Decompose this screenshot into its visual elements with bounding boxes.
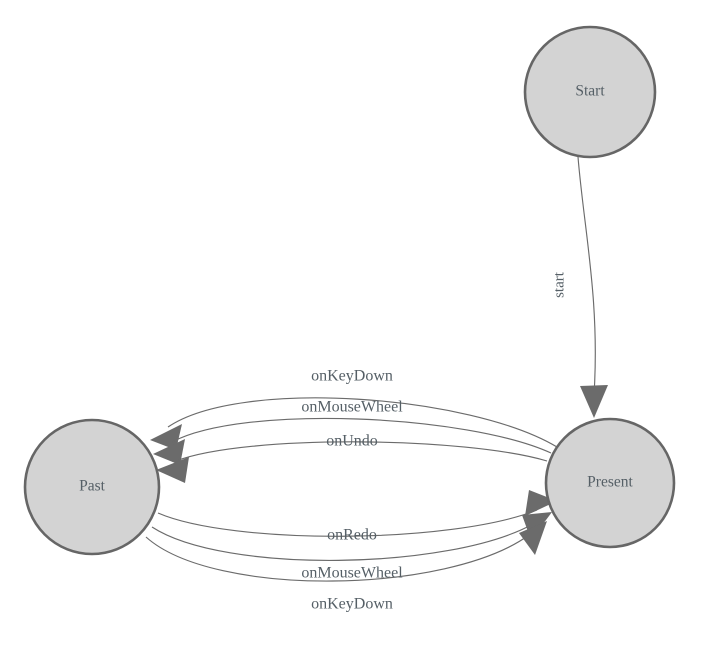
edge-past-present-keydown-path (145, 534, 530, 582)
node-start[interactable]: Start (523, 25, 657, 159)
edge-start-path (577, 156, 596, 396)
edge-present-past-keydown-path (167, 397, 558, 448)
edge-label-present-past-mousewheel: onMouseWheel (301, 399, 403, 416)
edge-past-present-redo[interactable] (157, 490, 557, 537)
node-past[interactable]: Past (23, 418, 161, 556)
node-start-circle (523, 25, 657, 159)
arrow-head-into-present-3 (519, 521, 547, 555)
node-present-label: Present (587, 474, 633, 491)
node-start-label: Start (575, 83, 605, 100)
edge-present-past-mousewheel-path (171, 417, 552, 454)
edge-label-present-past-keydown: onKeyDown (311, 368, 393, 385)
edge-label-present-past-undo: onUndo (326, 433, 378, 450)
node-past-circle (23, 418, 161, 556)
edge-present-past-undo-path (175, 441, 548, 462)
arrow-head-into-past-1 (150, 424, 182, 450)
edge-label-past-present-keydown: onKeyDown (311, 596, 393, 613)
edge-past-present-mousewheel-path (151, 523, 534, 561)
edge-present-past-undo[interactable] (156, 441, 548, 483)
arrow-head-into-past-3 (156, 457, 189, 483)
edge-label-past-present-mousewheel: onMouseWheel (301, 565, 403, 582)
edge-start[interactable] (577, 156, 608, 418)
node-present-circle (544, 417, 676, 549)
node-present[interactable]: Present (544, 417, 676, 549)
arrow-head-into-past-2 (153, 439, 185, 465)
edge-past-present-redo-path (157, 509, 538, 537)
edge-past-present-keydown[interactable] (145, 521, 547, 582)
edge-present-past-keydown[interactable] (150, 397, 558, 450)
edge-present-past-mousewheel[interactable] (153, 417, 552, 465)
arrow-head-into-present-1 (525, 490, 557, 516)
arrow-head-into-present-top (580, 385, 608, 418)
edge-label-start: start (551, 271, 567, 298)
node-past-label: Past (79, 478, 106, 495)
edge-label-past-present-redo: onRedo (327, 527, 377, 544)
